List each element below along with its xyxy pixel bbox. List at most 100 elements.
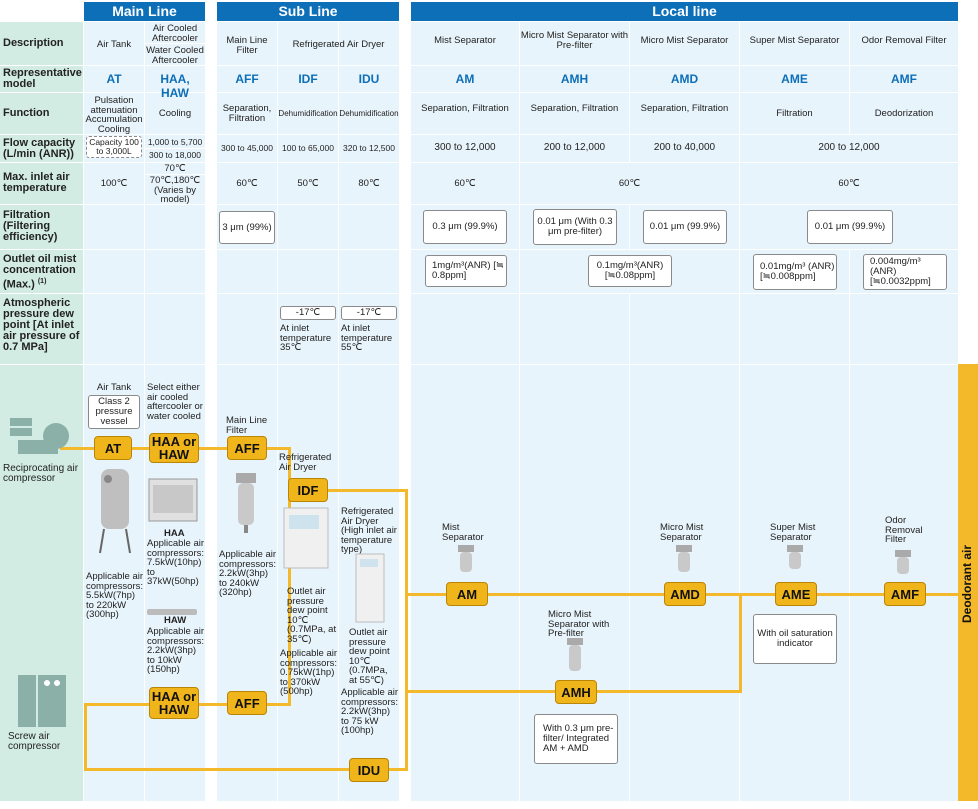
flow-at: Capacity 100 to 3,000L — [86, 136, 142, 158]
oil-am: 1mg/m³(ANR) [≒ 0.8ppm] — [425, 255, 507, 287]
merged-cell — [740, 163, 958, 204]
row-label-temp: Max. inlet air temperature — [3, 171, 70, 194]
model-ame: AME — [781, 72, 808, 86]
col-amh — [520, 22, 629, 801]
desc-air-cooled: Air Cooled Aftercooler — [152, 23, 198, 44]
amh-title: Micro Mist Separator with Pre-filter — [548, 609, 610, 639]
divider — [0, 364, 958, 365]
row-label-dewpoint: Atmospheric pressure dew point [At inlet… — [3, 297, 80, 353]
func-haa: Cooling — [158, 108, 192, 119]
oil-amf: 0.004mg/m³ (ANR) [≒0.0032ppm] — [863, 254, 947, 290]
aff-spec: Applicable air compressors: 2.2kW(3hp) t… — [219, 549, 277, 598]
temp-am: 60℃ — [454, 178, 476, 189]
temp-haa: 70℃ — [164, 163, 186, 174]
temp-at: 100℃ — [100, 178, 128, 189]
desc-micro-prefilter: Micro Mist Separator with Pre-filter — [520, 30, 629, 51]
temp-ame-amf: 60℃ — [838, 178, 860, 189]
func-idu: Dehumidification — [339, 109, 399, 118]
amf-icon — [894, 550, 912, 578]
tag-am: AM — [446, 582, 488, 606]
pipe-bypass — [288, 447, 291, 706]
haw-unit-icon — [147, 604, 197, 615]
divider — [0, 65, 958, 66]
row-label-column — [0, 22, 83, 801]
amd-title: Micro Mist Separator — [660, 522, 704, 543]
divider — [145, 174, 205, 175]
row-label-flow: Flow capacity (L/min (ANR)) — [3, 137, 76, 160]
row-label-model: Representative model — [3, 67, 82, 90]
filt-ame-amf: 0.01 μm (99.9%) — [807, 210, 893, 244]
flow-ame-amf: 200 to 12,000 — [818, 142, 880, 153]
pipe-riser — [405, 489, 408, 771]
flow-am: 300 to 12,000 — [434, 142, 496, 153]
at-spec: Applicable air compressors: 5.5kW(7hp) t… — [86, 571, 144, 620]
tag-haa-bottom: HAA or HAW — [149, 687, 199, 719]
tag-ame: AME — [775, 582, 817, 606]
flow-haa: 1,000 to 5,700 — [147, 137, 203, 147]
row-label-function: Function — [3, 107, 50, 119]
pipe-idf — [288, 489, 408, 492]
divider — [0, 204, 958, 205]
dew-idf-note: At inlet temperature 35℃ — [280, 323, 332, 353]
col-am — [411, 22, 519, 801]
tag-haa-top: HAA or HAW — [149, 433, 199, 463]
amd-icon — [675, 545, 693, 577]
temp-idf: 50℃ — [297, 178, 319, 189]
idf-spec1: Outlet air pressure dew point 10℃ (0.7MP… — [287, 586, 337, 645]
row-label-description: Description — [3, 37, 64, 49]
tag-amh: AMH — [555, 680, 597, 704]
main-line-header: Main Line — [84, 2, 205, 21]
pipe — [739, 593, 742, 693]
divider — [145, 43, 205, 44]
divider — [0, 134, 958, 135]
sub-line-header: Sub Line — [217, 2, 399, 21]
am-icon — [457, 545, 475, 577]
haa-spec: Applicable air compressors: 7.5kW(10hp) … — [147, 538, 205, 587]
desc-main-filter: Main Line Filter — [226, 35, 268, 56]
reciprocating-compressor-icon — [10, 418, 70, 456]
func-at: Pulsation attenuation Accumulation Cooli… — [85, 95, 143, 135]
func-am: Separation, Filtration — [421, 103, 509, 114]
air-tank-icon — [98, 465, 132, 555]
desc-water-cooled: Water Cooled Aftercooler — [146, 45, 204, 66]
model-idf: IDF — [298, 72, 318, 86]
screw-compressor-label: Screw air compressor — [8, 731, 61, 752]
oil-amh-amd: 0.1mg/m³(ANR) [≒0.08ppm] — [588, 255, 672, 287]
flow-amd: 200 to 40,000 — [653, 142, 716, 153]
desc-super-mist: Super Mist Separator — [749, 35, 840, 46]
model-am: AM — [455, 72, 475, 86]
idu-title: Refrigerated Air Dryer (High inlet air t… — [341, 506, 397, 555]
idu-spec1: Outlet air pressure dew point 10℃ (0.7MP… — [349, 627, 390, 686]
filt-aff: 3 μm (99%) — [219, 211, 275, 244]
row-label-oilmist-text: Outlet oil mist concentration (Max.) — [3, 253, 77, 291]
func-amd: Separation, Filtration — [640, 103, 729, 114]
model-amh: AMH — [560, 72, 589, 86]
amf-title: Odor Removal Filter — [885, 515, 923, 545]
func-amh: Separation, Filtration — [530, 103, 619, 114]
merged-cell — [740, 135, 958, 162]
row-label-filtration: Filtration (Filtering efficiency) — [3, 209, 58, 243]
divider — [0, 293, 958, 294]
model-idu: IDU — [358, 72, 380, 86]
pipe — [253, 703, 291, 706]
temp-idu: 80℃ — [358, 178, 380, 189]
dew-idu-note: At inlet temperature 55℃ — [341, 323, 393, 353]
haw-name: HAW — [164, 615, 187, 626]
tag-idu: IDU — [349, 758, 389, 782]
pipe-idu — [84, 768, 408, 771]
filt-amh: 0.01 μm (With 0.3 μm pre-filter) — [533, 209, 617, 245]
desc-refrig-dryer: Refrigerated Air Dryer — [292, 39, 385, 50]
desc-odor: Odor Removal Filter — [861, 35, 947, 46]
tag-amf: AMF — [884, 582, 926, 606]
desc-air-tank: Air Tank — [96, 39, 132, 50]
func-ame: Filtration — [776, 108, 813, 119]
col-idu — [339, 22, 399, 801]
model-aff: AFF — [235, 72, 259, 86]
divider — [0, 162, 958, 163]
pipe-aff-to-idf — [250, 447, 290, 450]
at-box: Class 2 pressure vessel — [88, 395, 140, 429]
pipe — [84, 703, 87, 771]
func-amf: Deodorization — [874, 108, 934, 119]
desc-micro-mist: Micro Mist Separator — [640, 35, 729, 46]
